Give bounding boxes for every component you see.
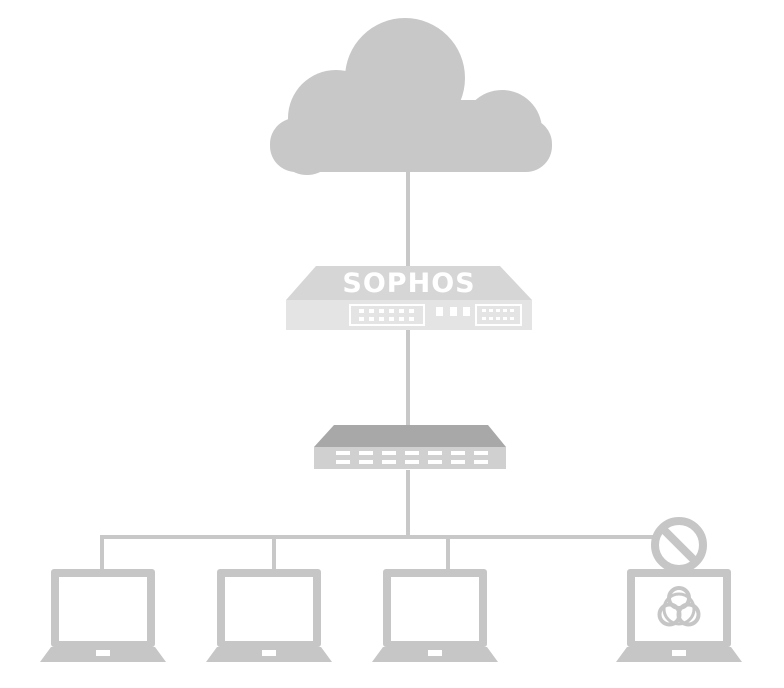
laptop-icon <box>206 569 332 662</box>
laptop-icon <box>372 569 498 662</box>
network-switch-icon <box>314 425 506 469</box>
firewall-appliance-icon: SOPHOS <box>286 266 532 330</box>
firewall-port-panel-right <box>475 304 522 326</box>
prohibited-icon <box>651 517 707 573</box>
laptop-4-infected <box>616 569 742 662</box>
firewall-top <box>286 266 532 300</box>
firewall-brand-label: SOPHOS <box>342 268 475 299</box>
switch-ports <box>336 451 488 464</box>
laptop-3 <box>372 569 498 662</box>
biohazard-icon <box>657 586 701 627</box>
laptop-1 <box>40 569 166 662</box>
connections <box>100 168 680 572</box>
firewall-port-panel-left <box>349 304 425 326</box>
cloud-icon <box>270 18 552 175</box>
laptop-2 <box>206 569 332 662</box>
firewall-port-panel-middle <box>436 307 470 316</box>
switch-front <box>314 447 506 469</box>
switch-top <box>314 425 506 447</box>
laptop-icon <box>40 569 166 662</box>
